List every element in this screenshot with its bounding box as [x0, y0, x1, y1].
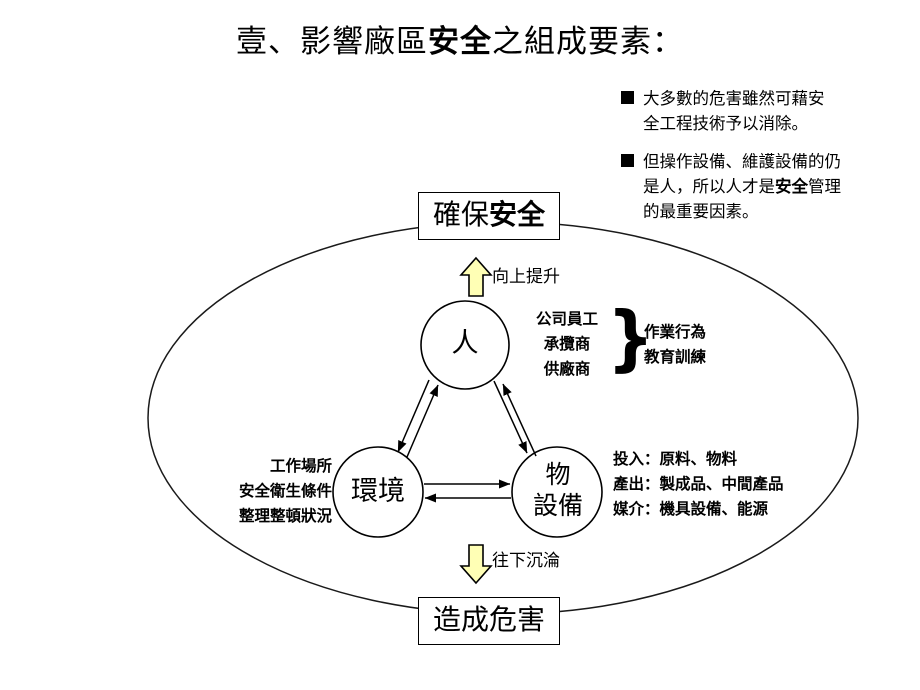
annotation-env-line-2: 安全衛生條件 [238, 482, 332, 500]
node-circle-environment [332, 446, 424, 538]
annotation-obj-line-3: 媒介：機具設備、能源 [613, 500, 769, 518]
top-box-plain: 確保 [433, 198, 490, 231]
up-arrow-shape [459, 256, 493, 297]
annotation-person-inputs: 公司員工 承攬商 供廠商 [536, 307, 598, 382]
annotation-person-line-1: 公司員工 [536, 310, 599, 328]
bullet-2-line-2-b: 管理 [808, 177, 841, 196]
annotation-environment: 工作場所 安全衛生條件 整理整頓狀況 [200, 454, 332, 529]
annotation-obj-line-2: 產出：製成品、中間產品 [613, 475, 784, 493]
list-item: 但操作設備、維護設備的仍 是人，所以人才是安全管理 的最重要因素。 [621, 149, 916, 224]
up-arrow-caption: 向上提升 [492, 267, 560, 287]
page-title-part1: 壹、影響廠區 [236, 24, 428, 60]
down-arrow-shape [459, 544, 493, 585]
arrow-person-to-object [493, 380, 528, 454]
annotation-env-line-3: 整理整頓狀況 [238, 507, 332, 525]
arrow-environment-to-person [406, 384, 439, 458]
bullet-2-emphasis: 安全 [775, 177, 808, 196]
annotation-result-line-2: 教育訓練 [644, 348, 707, 366]
curly-brace-icon: } [607, 297, 655, 380]
annotation-obj-line-1: 投入：原料、物料 [613, 450, 738, 468]
bullet-2-line-1: 但操作設備、維護設備的仍 [643, 152, 841, 171]
bullet-2-line-2-a: 是人，所以人才是 [643, 177, 775, 196]
annotation-object: 投入：原料、物料 產出：製成品、中間產品 媒介：機具設備、能源 [613, 447, 784, 522]
annotation-env-line-1: 工作場所 [269, 457, 332, 475]
down-arrow-caption: 往下沉淪 [492, 551, 560, 571]
annotation-result-line-1: 作業行為 [644, 323, 707, 341]
page-title: 壹、影響廠區安全之組成要素： [0, 22, 920, 62]
square-bullet-icon [621, 154, 634, 167]
bullet-2-line-3: 的最重要因素。 [643, 202, 759, 221]
arrow-object-to-person [502, 383, 537, 457]
annotation-person-line-2: 承攬商 [543, 335, 591, 353]
node-circle-person [420, 300, 510, 390]
bullet-2-line-2: 是人，所以人才是安全管理 [643, 174, 916, 199]
bullet-text-2: 但操作設備、維護設備的仍 是人，所以人才是安全管理 的最重要因素。 [643, 149, 916, 224]
annotation-person-outputs: 作業行為 教育訓練 [644, 320, 706, 370]
page-title-emphasis: 安全 [428, 24, 492, 60]
node-circle-object [511, 446, 603, 538]
bullet-text-1: 大多數的危害雖然可藉安 全工程技術予以消除。 [643, 86, 916, 136]
top-outcome-box: 確保安全 [418, 192, 561, 240]
bullet-list: 大多數的危害雖然可藉安 全工程技術予以消除。 但操作設備、維護設備的仍 是人，所… [621, 86, 916, 237]
page-title-part2: 之組成要素： [492, 24, 684, 60]
annotation-person-line-3: 供廠商 [543, 360, 591, 378]
top-box-emphasis: 安全 [489, 198, 546, 231]
bullet-1-line-2: 全工程技術予以消除。 [643, 114, 808, 133]
arrow-person-to-environment [397, 379, 430, 453]
square-bullet-icon [621, 91, 634, 104]
bottom-box-label: 造成危害 [433, 603, 546, 636]
bottom-outcome-box: 造成危害 [418, 597, 561, 645]
list-item: 大多數的危害雖然可藉安 全工程技術予以消除。 [621, 86, 916, 136]
bullet-1-line-1: 大多數的危害雖然可藉安 [643, 89, 825, 108]
